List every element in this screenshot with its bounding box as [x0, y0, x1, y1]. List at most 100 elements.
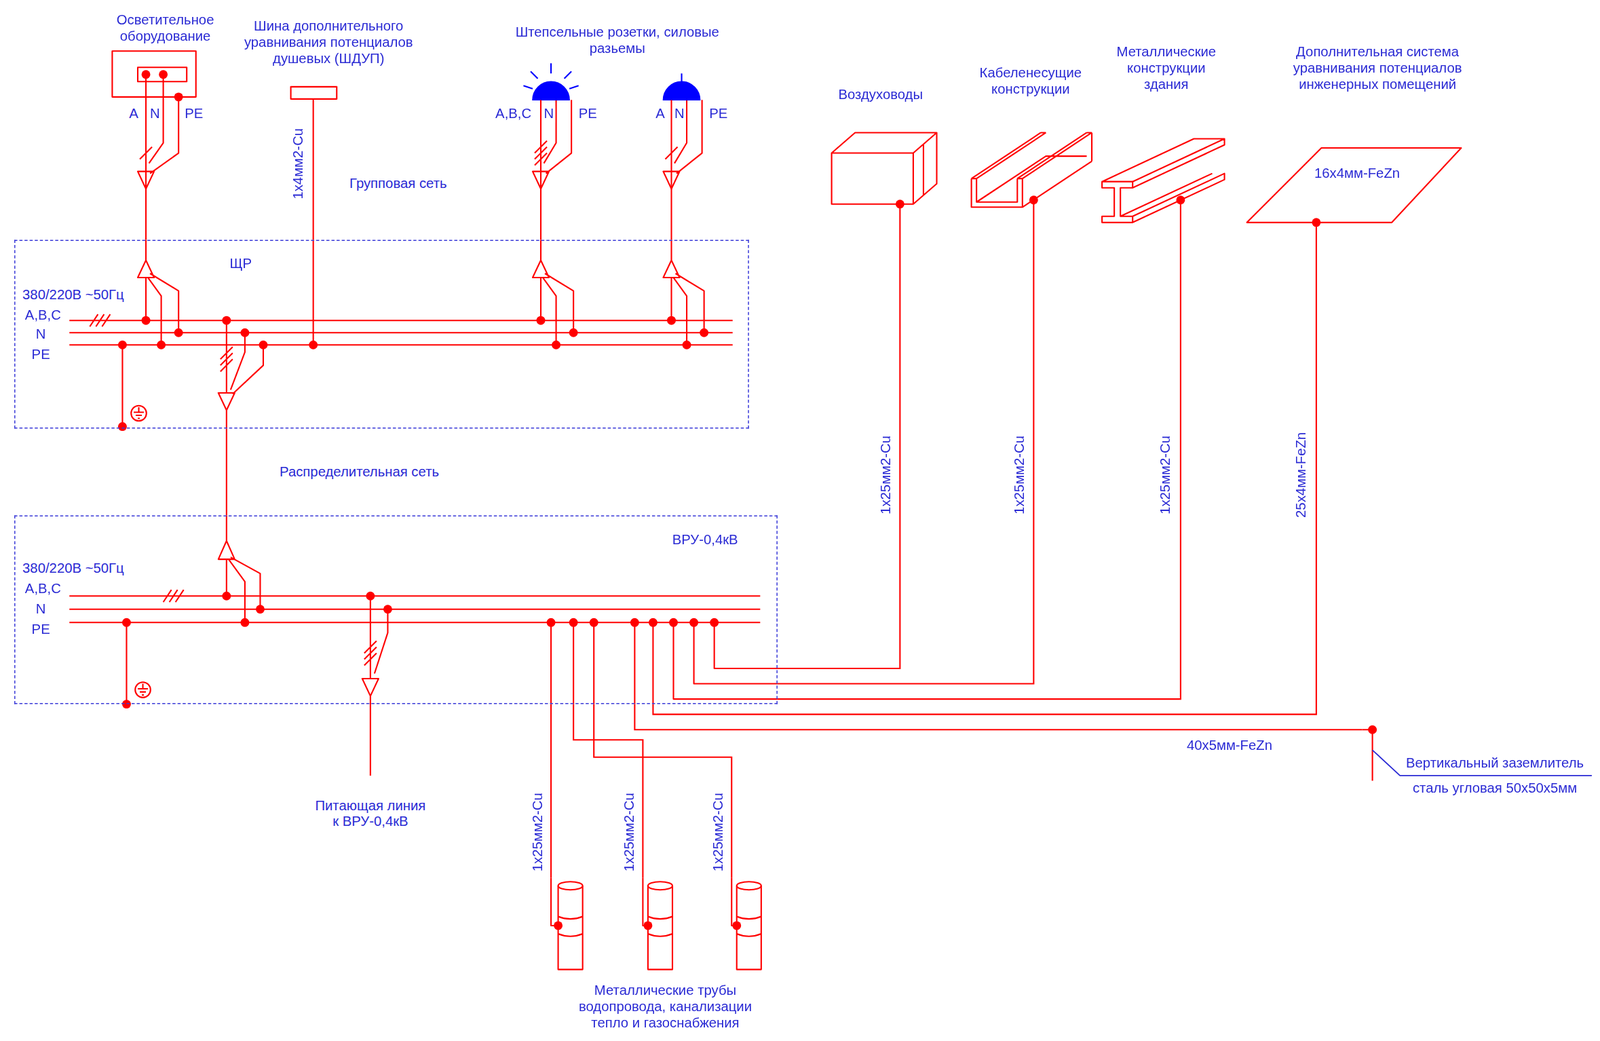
conductor-label: A: [128, 105, 140, 122]
bonding-conductor: [777, 204, 900, 669]
bus-label: A,B,C: [23, 580, 62, 597]
socket-wires: [532, 99, 572, 189]
junction-dot: [699, 328, 709, 338]
bus-label: PE: [30, 621, 51, 638]
junction-dot: [648, 618, 658, 627]
junction-dot: [156, 340, 166, 350]
node-note: 16x4мм-FeZn: [1306, 165, 1408, 182]
junction-dot: [259, 340, 269, 350]
ground-symbol: [135, 681, 151, 698]
socket-symbol: [532, 81, 701, 100]
feeder-termination: [532, 239, 574, 345]
node-heading: ВРУ-0,4кВ: [648, 531, 761, 548]
feeder-termination: [137, 239, 179, 345]
bonding-bar: [291, 86, 338, 100]
node-heading: Вертикальный заземлитель: [1393, 755, 1598, 772]
junction-dot: [630, 618, 640, 627]
network-caption: Распределительная сеть: [278, 464, 441, 480]
conductor-label: A,B,C: [494, 105, 533, 122]
wiring: [69, 50, 1461, 969]
main-distribution-frame: ВРУ-0,4кВ: [14, 515, 778, 704]
lighting-fixture: [111, 50, 196, 98]
junction-dot: [255, 604, 265, 614]
bonding-conductor: [225, 428, 228, 516]
junction-dot: [365, 591, 375, 601]
junction-dot: [589, 618, 599, 627]
junction-dot: [118, 340, 127, 350]
junction-dot: [174, 328, 184, 338]
junction-dot: [141, 316, 151, 326]
junction-dot: [643, 920, 653, 930]
junction-dot: [1367, 725, 1377, 735]
node-heading: Дополнительная система уравнивания потен…: [1267, 43, 1487, 93]
bus-label: PE: [30, 346, 51, 363]
junction-dot: [240, 618, 250, 627]
conductor-label: N: [673, 105, 687, 122]
lighting-fixture-terminal: [137, 67, 187, 82]
bonding-conductor: [777, 200, 1181, 699]
conductor-label: N: [149, 105, 162, 122]
earth-tap: [122, 344, 127, 704]
cable-tray: [971, 132, 1092, 207]
supply-rating: 380/220В ~50Гц: [21, 560, 126, 577]
socket-group: Штепсельные розетки, силовые разьемы: [479, 20, 756, 100]
node-heading: Металлические трубы водопровода, канализ…: [568, 981, 763, 1032]
metal-pipe: [558, 885, 762, 969]
junction-dot: [122, 618, 131, 627]
junction-dot: [221, 591, 231, 601]
steel-beam: [1101, 139, 1225, 223]
conductor-size: 1x25мм2-Cu: [878, 432, 893, 516]
bus-label: N: [34, 326, 47, 342]
supply-rating: 380/220В ~50Гц: [21, 287, 126, 303]
bonding-grid: Дополнительная система уравнивания потен…: [1239, 25, 1475, 223]
phase-marks: [89, 314, 184, 602]
junction-dot: [536, 316, 546, 326]
bonding-conductor: [573, 704, 643, 879]
node-heading: Воздуховоды: [819, 86, 942, 104]
junction-dot: [383, 604, 393, 614]
conductor-label: A: [654, 105, 667, 122]
earth-electrode: Вертикальный заземлительсталь угловая 50…: [1362, 719, 1598, 807]
conductor-label: PE: [577, 105, 598, 122]
lighting-fixture: Осветительное оборудование: [101, 6, 230, 98]
socket-rays: [523, 63, 682, 89]
pe-taps: [550, 622, 778, 704]
junction-dot: [158, 69, 168, 79]
conductor-size: 1x25мм2-Cu: [529, 789, 545, 873]
junction-dot: [569, 328, 579, 338]
junction-dot: [732, 920, 741, 930]
junction-dot: [141, 69, 151, 79]
network-caption: Групповая сеть: [348, 175, 448, 192]
bus-label: N: [34, 601, 47, 617]
junction-dot: [546, 618, 556, 627]
earth-electrode: [1362, 729, 1373, 781]
node-heading: Осветительное оборудование: [103, 12, 226, 46]
junction-dots: [118, 69, 1377, 930]
junction-dot: [553, 920, 563, 930]
junction-dot: [221, 316, 231, 326]
bonding-conductor: [312, 99, 315, 241]
air-duct: [831, 132, 938, 204]
junction-dot: [174, 92, 184, 102]
conductor-size: 40x5мм-FeZn: [1184, 738, 1275, 754]
socket-wires: [662, 99, 702, 189]
metal-pipe: [648, 881, 673, 890]
bonding-conductor: [634, 704, 1362, 731]
air-duct: Воздуховоды: [821, 76, 950, 205]
bonding-conductor: [540, 99, 542, 240]
junction-dot: [689, 618, 699, 627]
switchboard-frame: ЩР: [14, 239, 750, 429]
node-heading: ЩР: [210, 255, 272, 273]
distribution-feeder: [218, 320, 264, 429]
junction-dot: [682, 340, 692, 350]
node-heading: Кабеленесущие конструкции: [966, 65, 1095, 99]
node-heading: Шина дополнительного уравнивания потенци…: [239, 17, 418, 68]
metal-pipe: [558, 881, 583, 890]
junction-dot: [551, 340, 561, 350]
junction-dot: [308, 340, 318, 350]
conductor-size: 1x25мм2-Cu: [1011, 432, 1027, 516]
ground-symbol: [133, 407, 148, 695]
supply-line: [362, 595, 389, 776]
